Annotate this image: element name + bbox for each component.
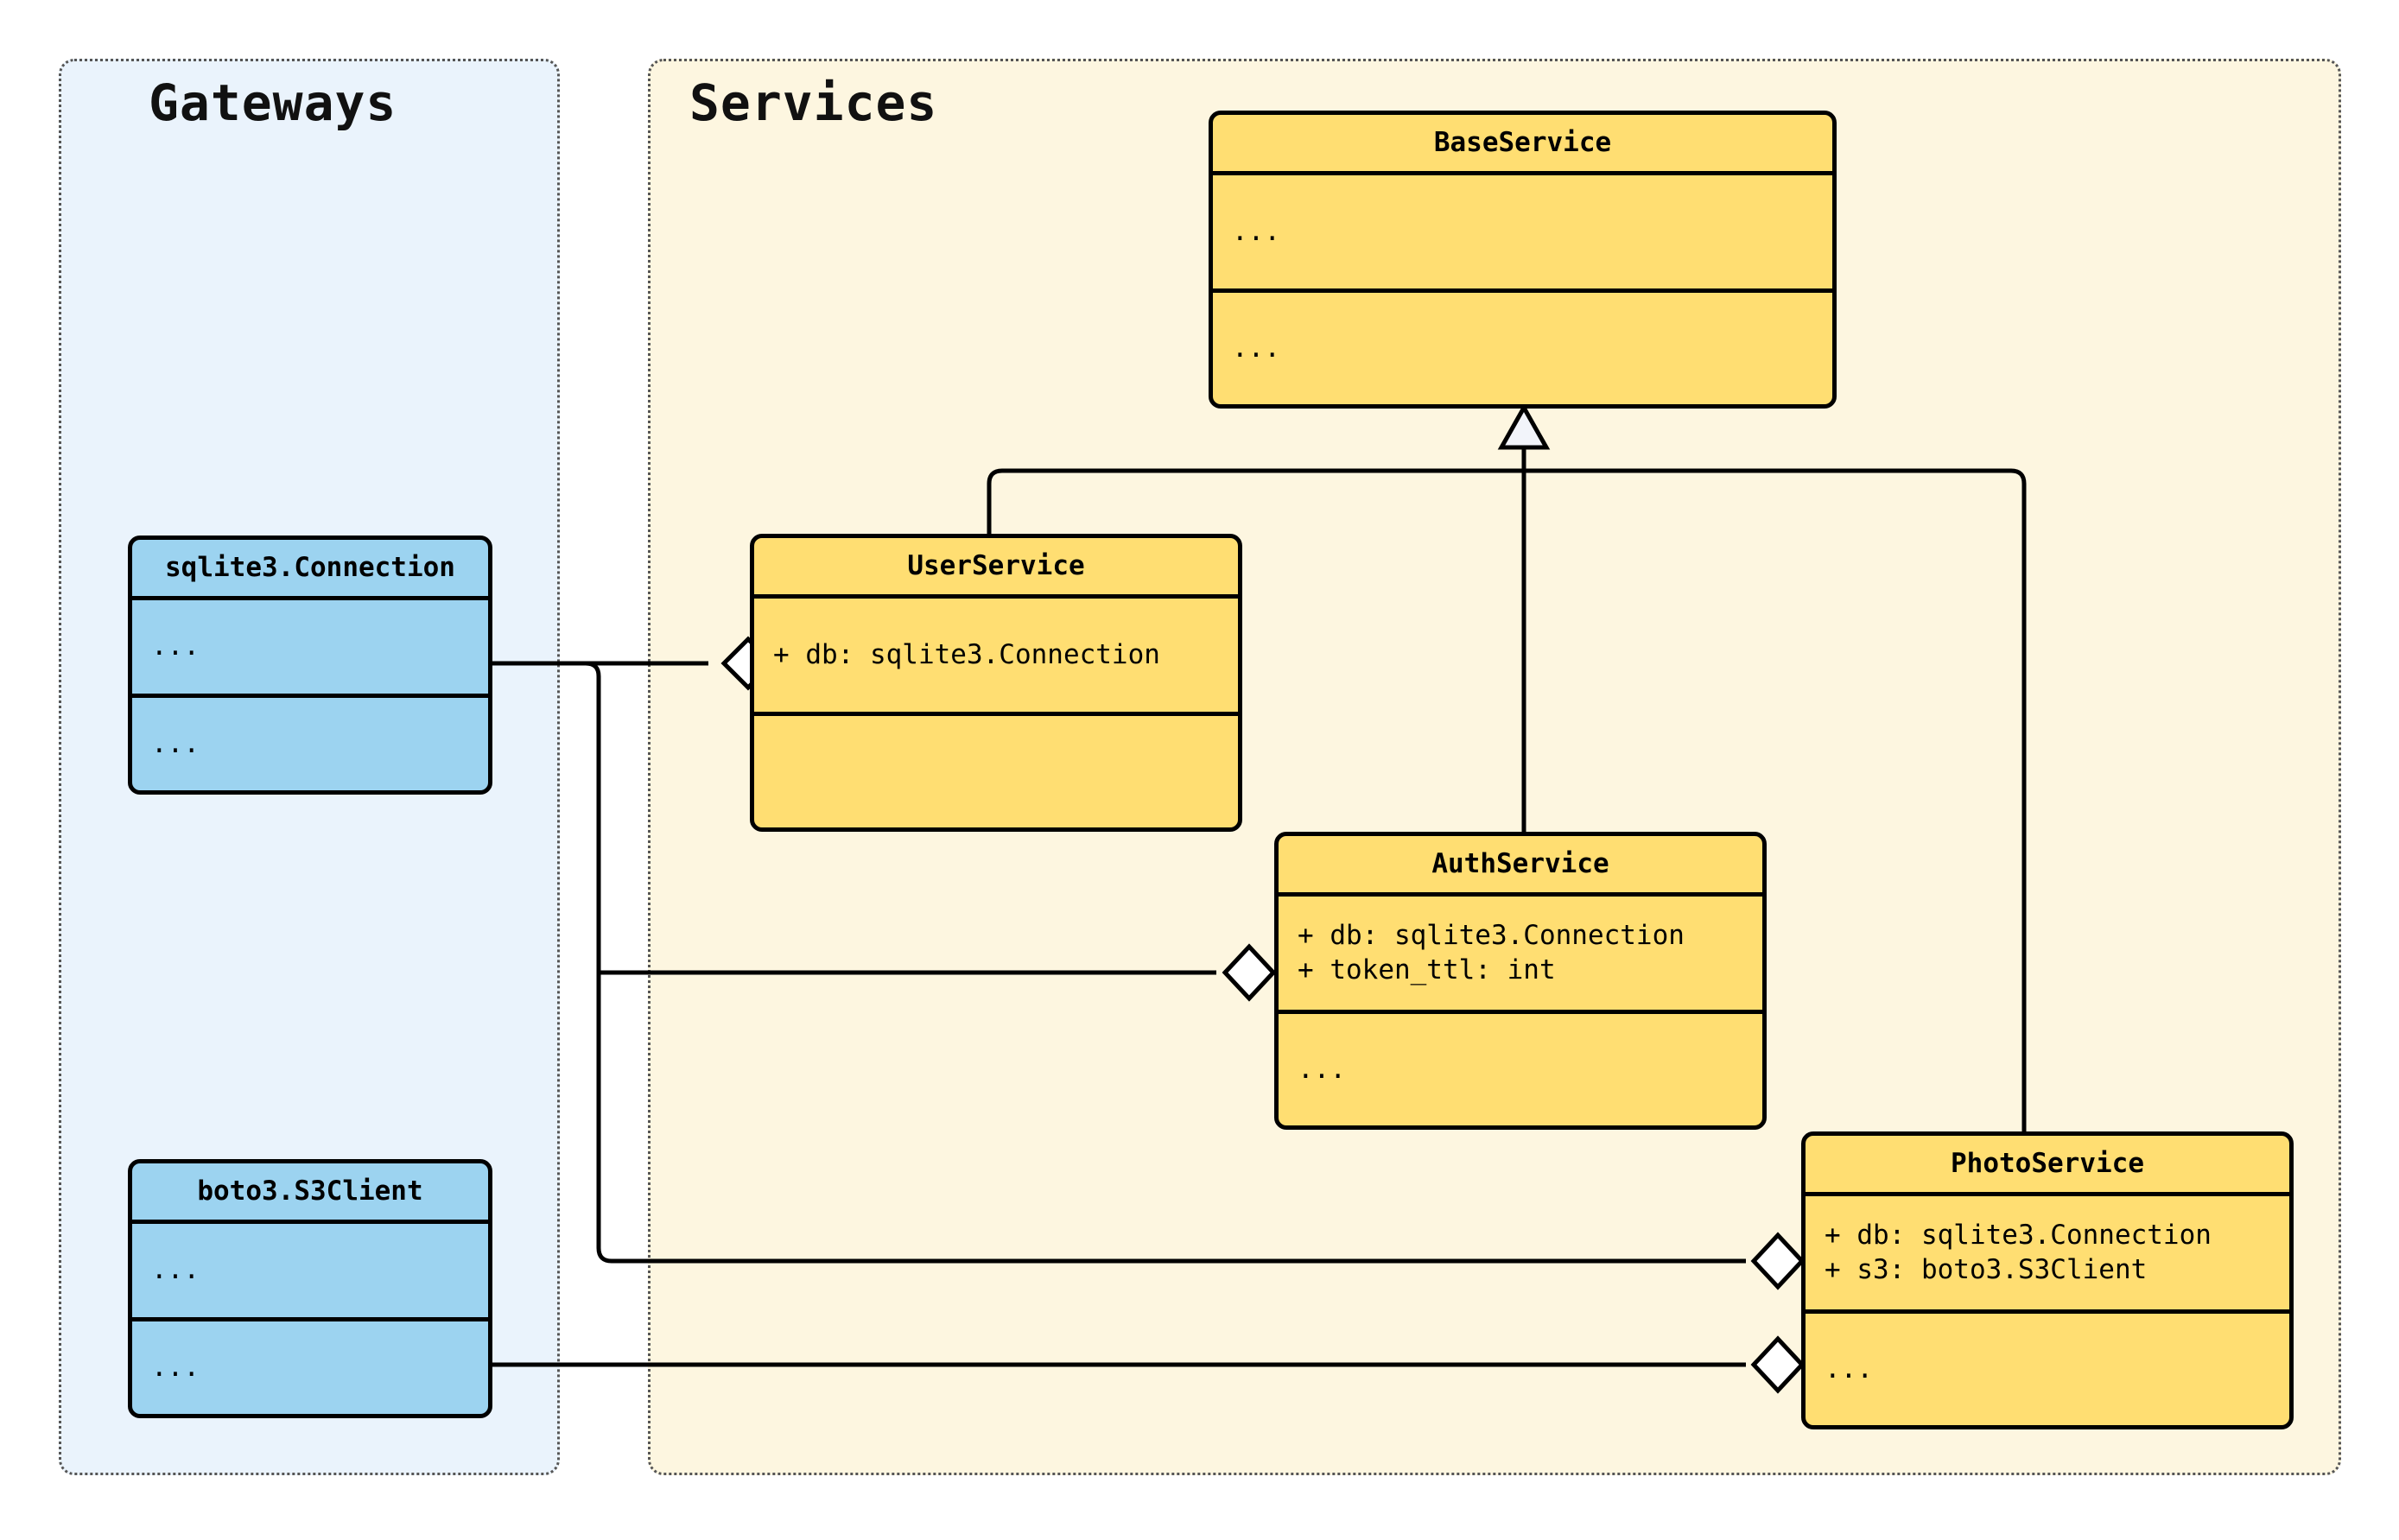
attribute-row: + token_ttl: int xyxy=(1298,954,1556,985)
class-name-sqlite3-connection: sqlite3.Connection xyxy=(132,540,488,600)
class-box-photoservice[interactable]: PhotoService + db: sqlite3.Connection + … xyxy=(1801,1131,2294,1429)
class-attributes-sqlite3-connection: ... xyxy=(132,600,488,698)
class-box-userservice[interactable]: UserService + db: sqlite3.Connection xyxy=(750,534,1242,832)
class-attributes-baseservice: ... xyxy=(1213,175,1832,293)
class-box-baseservice[interactable]: BaseService ... ... xyxy=(1209,111,1837,409)
class-name-userservice: UserService xyxy=(754,538,1238,599)
attribute-row: + db: sqlite3.Connection xyxy=(1298,919,1685,951)
attribute-row: ... xyxy=(151,1254,200,1286)
class-name-photoservice: PhotoService xyxy=(1806,1136,2289,1196)
attribute-row: + db: sqlite3.Connection xyxy=(773,638,1160,670)
class-methods-userservice xyxy=(754,716,1238,827)
method-row: ... xyxy=(1825,1353,1873,1385)
class-methods-authservice: ... xyxy=(1279,1014,1762,1125)
class-methods-boto3-s3client: ... xyxy=(132,1321,488,1414)
class-name-authservice: AuthService xyxy=(1279,836,1762,897)
method-row: ... xyxy=(151,1351,200,1383)
class-name-baseservice: BaseService xyxy=(1213,115,1832,175)
method-row: ... xyxy=(1298,1053,1346,1085)
class-box-sqlite3-connection[interactable]: sqlite3.Connection ... ... xyxy=(128,536,492,795)
class-attributes-boto3-s3client: ... xyxy=(132,1224,488,1321)
attribute-row: + db: sqlite3.Connection xyxy=(1825,1219,2212,1251)
method-row: ... xyxy=(1232,332,1280,364)
class-attributes-userservice: + db: sqlite3.Connection xyxy=(754,599,1238,716)
attribute-row: ... xyxy=(151,631,200,662)
class-attributes-photoservice: + db: sqlite3.Connection + s3: boto3.S3C… xyxy=(1806,1196,2289,1314)
method-row: ... xyxy=(151,727,200,759)
package-gateways-title: Gateways xyxy=(149,73,397,132)
class-box-boto3-s3client[interactable]: boto3.S3Client ... ... xyxy=(128,1159,492,1418)
class-attributes-authservice: + db: sqlite3.Connection + token_ttl: in… xyxy=(1279,897,1762,1014)
class-methods-sqlite3-connection: ... xyxy=(132,698,488,790)
attribute-row: ... xyxy=(1232,215,1280,247)
class-methods-baseservice: ... xyxy=(1213,293,1832,404)
attribute-row: + s3: boto3.S3Client xyxy=(1825,1253,2148,1285)
class-methods-photoservice: ... xyxy=(1806,1314,2289,1425)
package-services-title: Services xyxy=(689,73,938,132)
class-name-boto3-s3client: boto3.S3Client xyxy=(132,1163,488,1224)
class-box-authservice[interactable]: AuthService + db: sqlite3.Connection + t… xyxy=(1274,832,1767,1130)
